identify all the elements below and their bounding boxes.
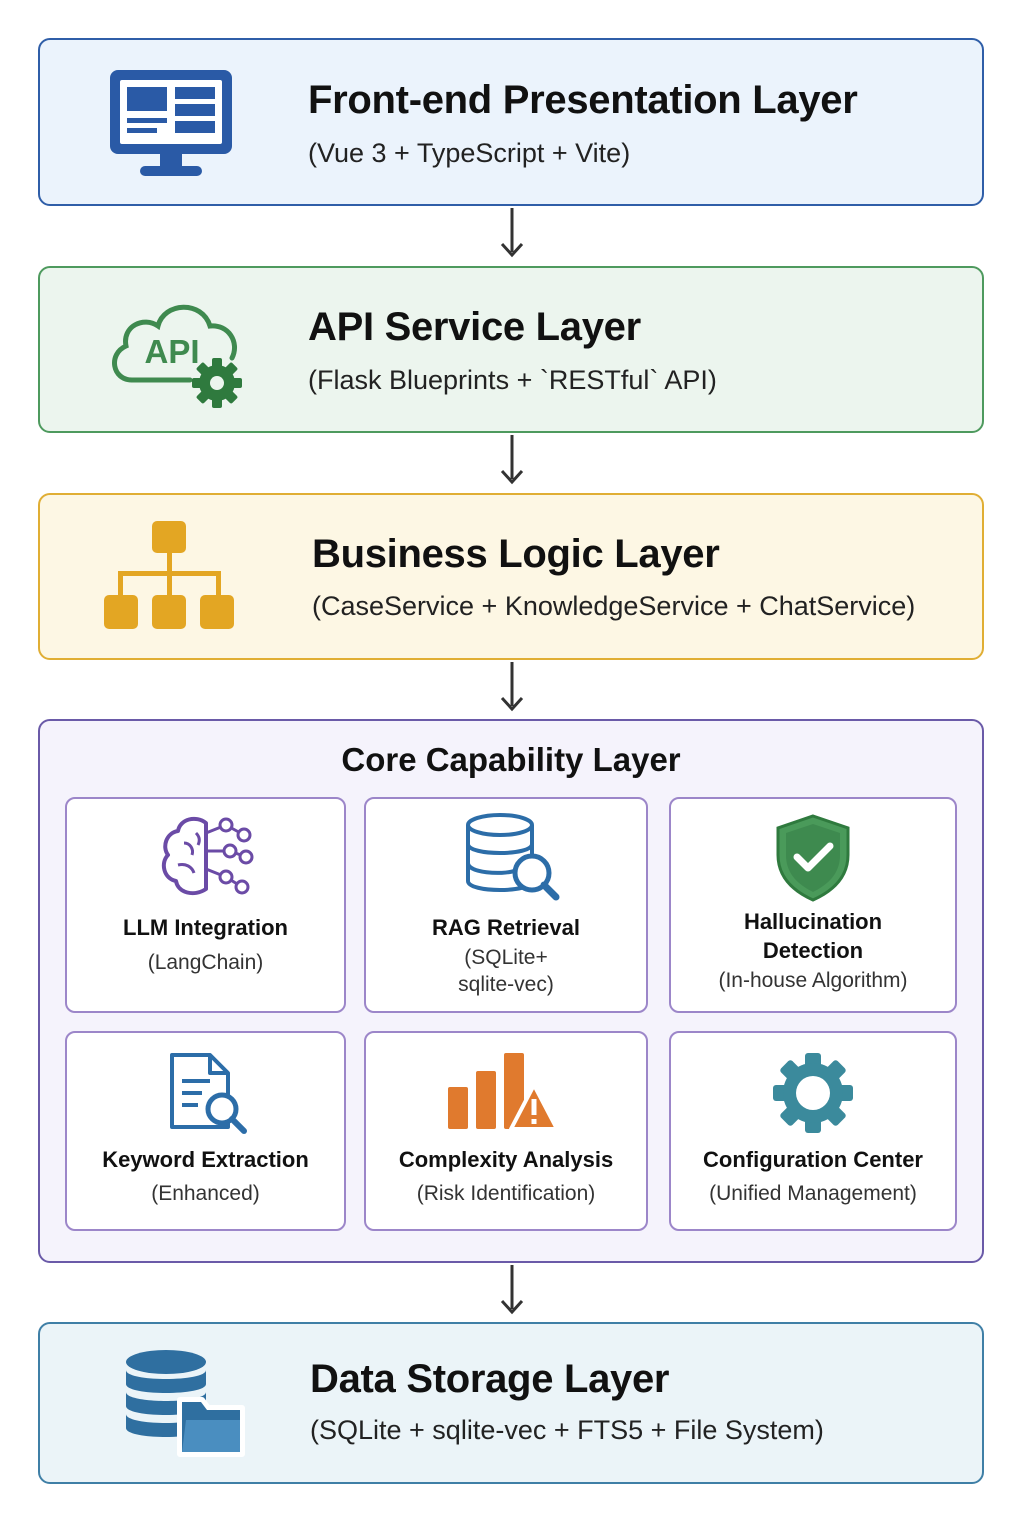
gear-icon <box>773 1053 853 1133</box>
down-arrow-icon <box>500 1265 524 1315</box>
card-title: Complexity Analysis <box>398 1147 614 1172</box>
card-title: Configuration Center <box>703 1147 923 1172</box>
database-folder-icon <box>126 1350 245 1457</box>
api-layer: API API Service Layer (Flask Blueprints … <box>38 266 984 433</box>
card-title: Keyword Extraction <box>102 1147 309 1172</box>
core-capability-layer: Core Capability Layer LLM Integration (L… <box>38 719 984 1263</box>
layer-title: Front-end Presentation Layer <box>308 78 858 122</box>
hierarchy-icon <box>104 521 234 629</box>
layer-subtitle: (CaseService + KnowledgeService + ChatSe… <box>312 591 916 621</box>
card-subtitle: (Risk Identification) <box>416 1182 596 1205</box>
frontend-layer: Front-end Presentation Layer (Vue 3 + Ty… <box>38 38 984 206</box>
brain-network-icon <box>161 816 253 896</box>
card-keyword-extraction: Keyword Extraction (Enhanced) <box>65 1031 346 1231</box>
down-arrow-icon <box>500 662 524 712</box>
document-search-icon <box>169 1053 247 1134</box>
layer-title: API Service Layer <box>308 305 641 349</box>
layer-subtitle: (Flask Blueprints + `RESTful` API) <box>308 365 717 395</box>
business-layer: Business Logic Layer (CaseService + Know… <box>38 493 984 660</box>
card-subtitle: (LangChain) <box>147 951 264 974</box>
api-icon-text: API <box>144 333 199 370</box>
layer-title: Business Logic Layer <box>312 532 720 576</box>
card-subtitle: (In-house Algorithm) <box>718 969 908 992</box>
card-hallucination-detection: Hallucination Detection (In-house Algori… <box>669 797 957 1013</box>
shield-check-icon <box>776 814 850 902</box>
card-title: Hallucination Detection <box>743 909 883 963</box>
monitor-icon <box>110 70 232 176</box>
card-configuration-center: Configuration Center (Unified Management… <box>669 1031 957 1231</box>
down-arrow-icon <box>500 208 524 258</box>
card-llm-integration: LLM Integration (LangChain) <box>65 797 346 1013</box>
card-subtitle: (SQLite+ sqlite-vec) <box>458 946 554 996</box>
card-complexity-analysis: Complexity Analysis (Risk Identification… <box>364 1031 648 1231</box>
card-rag-retrieval: RAG Retrieval (SQLite+ sqlite-vec) <box>364 797 648 1013</box>
layer-title: Data Storage Layer <box>310 1357 670 1401</box>
database-search-icon <box>466 813 560 901</box>
api-cloud-gear-icon: API <box>112 304 242 408</box>
layer-subtitle: (SQLite + sqlite-vec + FTS5 + File Syste… <box>310 1415 824 1445</box>
card-subtitle: (Unified Management) <box>709 1182 917 1205</box>
data-storage-layer: Data Storage Layer (SQLite + sqlite-vec … <box>38 1322 984 1484</box>
card-title: LLM Integration <box>123 915 288 940</box>
layer-subtitle: (Vue 3 + TypeScript + Vite) <box>308 138 631 168</box>
bar-chart-warning-icon <box>448 1053 558 1131</box>
layer-title: Core Capability Layer <box>341 741 681 778</box>
card-subtitle: (Enhanced) <box>151 1182 260 1205</box>
card-title: RAG Retrieval <box>432 915 580 940</box>
down-arrow-icon <box>500 435 524 485</box>
